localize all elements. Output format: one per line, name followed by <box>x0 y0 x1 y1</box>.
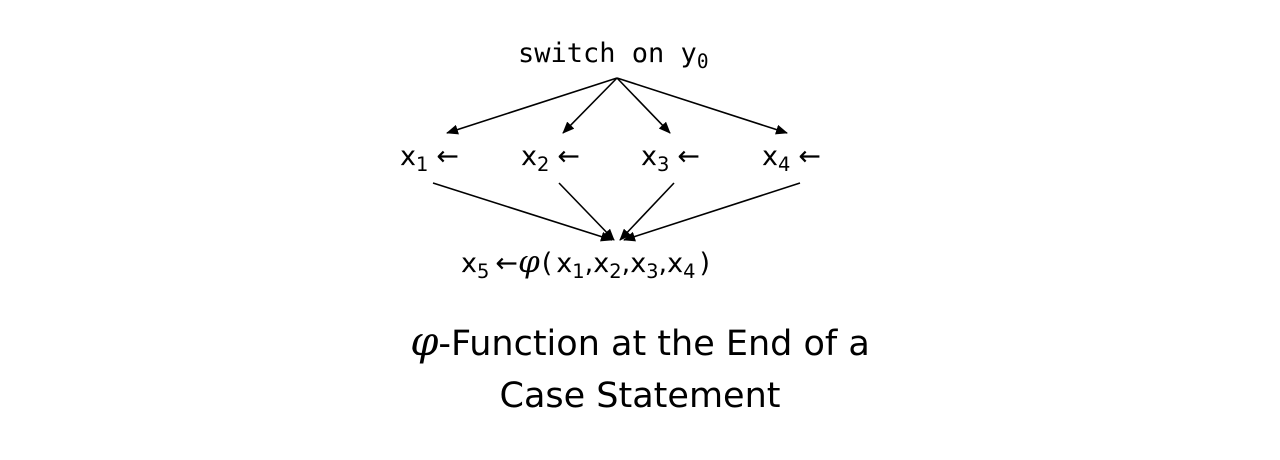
switch-var-subscript: 0 <box>696 50 709 74</box>
arg-separator: , <box>621 248 631 279</box>
branch-var: x <box>762 141 778 172</box>
arg-separator: , <box>584 248 594 279</box>
assign-arrow: ← <box>677 141 700 172</box>
caption-text-line2: Case Statement <box>499 376 781 416</box>
merge-node: x5←φ(x1,x2,x3,x4) <box>461 244 711 281</box>
arg-var: x <box>667 248 684 279</box>
edge-switch-to-x1 <box>446 77 618 135</box>
branch-var: x <box>521 141 537 172</box>
arg-var: x <box>593 248 610 279</box>
arg-subscript: 2 <box>609 260 622 284</box>
figure-caption-line1: φ-Function at the End of a <box>0 322 1280 362</box>
arg-subscript: 3 <box>646 260 659 284</box>
switch-node: switch on y0 <box>518 38 709 71</box>
branch-node-x3: x3 ← <box>641 141 700 174</box>
arg-var: x <box>556 248 573 279</box>
branch-subscript: 3 <box>656 153 670 177</box>
arg-separator: , <box>658 248 668 279</box>
branch-node-x2: x2 ← <box>521 141 580 174</box>
caption-phi-symbol: φ <box>410 319 439 365</box>
assign-arrow: ← <box>557 141 580 172</box>
edge-x2-to-merge <box>558 182 615 241</box>
caption-text-line1: -Function at the End of a <box>438 324 870 364</box>
edge-x3-to-merge <box>619 182 675 241</box>
arg-var: x <box>630 248 647 279</box>
merge-assign-arrow: ← <box>495 248 518 279</box>
figure-caption-line2: Case Statement <box>0 379 1280 414</box>
switch-label: switch on y <box>518 38 697 69</box>
phi-symbol: φ <box>517 244 540 280</box>
branch-var: x <box>641 141 657 172</box>
branch-node-x1: x1 ← <box>400 141 459 174</box>
edge-switch-to-x4 <box>616 77 788 135</box>
arg-subscript: 1 <box>572 260 585 284</box>
branch-subscript: 4 <box>777 153 791 177</box>
branch-subscript: 1 <box>415 153 429 177</box>
edge-switch-to-x2 <box>562 77 618 134</box>
open-paren: ( <box>541 248 553 279</box>
close-paren: ) <box>699 248 711 279</box>
assign-arrow: ← <box>436 141 459 172</box>
arg-subscript: 4 <box>683 260 696 284</box>
branch-node-x4: x4 ← <box>762 141 821 174</box>
branch-var: x <box>400 141 416 172</box>
edge-switch-to-x3 <box>616 77 671 134</box>
edge-x1-to-merge <box>432 182 613 242</box>
merge-lhs-subscript: 5 <box>476 260 490 284</box>
merge-lhs-var: x <box>461 248 477 279</box>
branch-subscript: 2 <box>536 153 550 177</box>
edge-x4-to-merge <box>623 182 801 242</box>
assign-arrow: ← <box>798 141 821 172</box>
